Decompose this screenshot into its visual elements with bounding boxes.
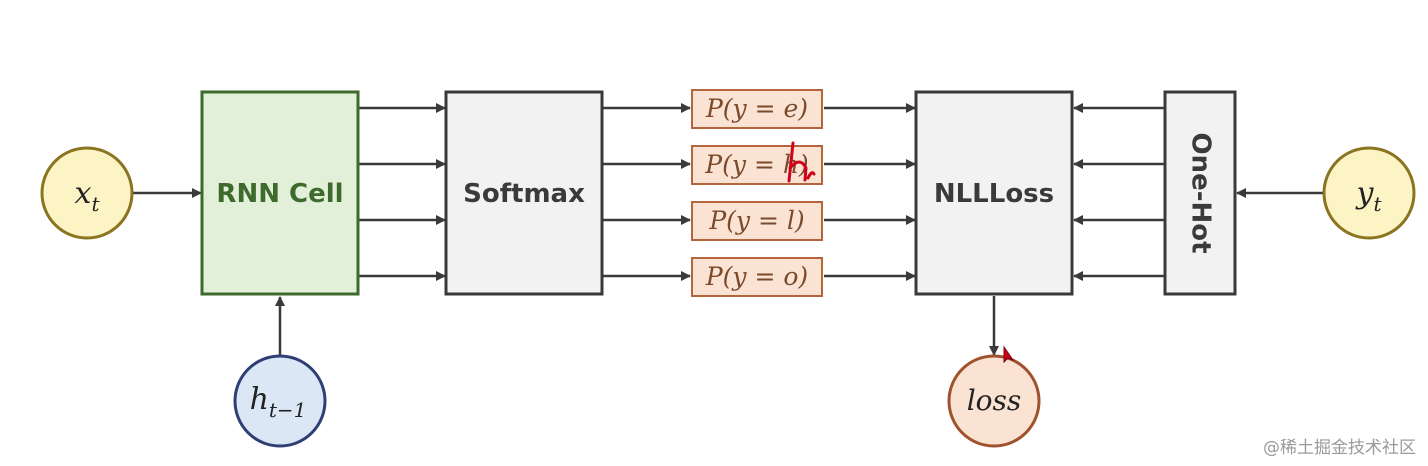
loss-circle <box>947 354 1041 448</box>
loss-output: loss <box>947 354 1041 448</box>
input-y-t-circle <box>1322 146 1416 240</box>
softmax-box <box>444 90 604 296</box>
mouse-cursor-icon <box>1003 345 1015 364</box>
prob-box-e <box>691 89 823 129</box>
input-x-t-circle <box>40 146 134 240</box>
prob-box-h <box>691 145 823 185</box>
input-h-prev: ht−1 <box>233 354 327 448</box>
nllloss-box <box>914 90 1074 296</box>
prob-label-o: P(y = o) <box>705 262 808 291</box>
one-hot-block: One-Hot <box>1163 90 1237 296</box>
one-hot-box <box>1163 90 1237 296</box>
softmax-label: Softmax <box>463 179 585 209</box>
softmax-block: Softmax <box>444 90 604 296</box>
prob-box-o <box>691 257 823 297</box>
one-hot-label: One-Hot <box>1186 132 1216 253</box>
prob-label-l: P(y = l) <box>708 206 804 235</box>
nllloss-block: NLLLoss <box>914 90 1074 296</box>
rnn-cell-label: RNN Cell <box>216 179 343 209</box>
input-x-t-label: xt <box>75 176 101 216</box>
input-y-t-label: yt <box>1355 176 1383 216</box>
input-h-prev-label: ht−1 <box>250 382 307 422</box>
arrows <box>133 103 1324 356</box>
loss-label: loss <box>967 384 1022 417</box>
nllloss-label: NLLLoss <box>934 179 1054 209</box>
watermark: @稀土掘金技术社区 <box>1263 438 1416 458</box>
prob-box-l <box>691 201 823 241</box>
input-h-prev-circle <box>233 354 327 448</box>
probability-boxes: P(y = e) P(y = h) P(y = l) P(y = o) <box>691 89 823 297</box>
input-y-t: yt <box>1322 146 1416 240</box>
rnn-cell-box <box>200 90 360 296</box>
prob-label-e: P(y = e) <box>705 94 808 123</box>
input-x-t: xt <box>40 146 134 240</box>
red-annotation-mark <box>787 141 816 183</box>
rnn-cell-block: RNN Cell <box>200 90 360 296</box>
